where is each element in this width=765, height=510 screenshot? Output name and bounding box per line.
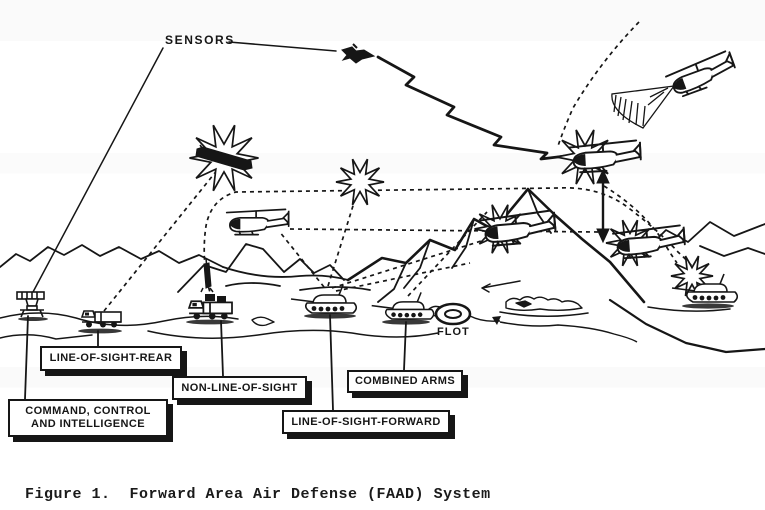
sensors-label: SENSORS bbox=[165, 33, 235, 47]
callout-line-of-sight-rear: LINE-OF-SIGHT-REAR bbox=[40, 346, 182, 371]
callout-leader-lines bbox=[24, 314, 407, 411]
nlos-launcher-truck-icon bbox=[188, 294, 233, 321]
callout-text-line1: COMMAND, CONTROL bbox=[25, 405, 151, 417]
jet-aircraft-icon bbox=[341, 43, 376, 64]
engaged-enemy-tank-icon bbox=[670, 255, 739, 303]
cruise-missile-intercept-icon bbox=[188, 124, 260, 192]
callout-combined-arms: COMBINED ARMS bbox=[347, 370, 463, 393]
vehicle-ground-shadows bbox=[18, 303, 734, 334]
dashed-engagement-links bbox=[103, 21, 696, 312]
terrain-mountains bbox=[0, 187, 765, 354]
flot-label: FLOT bbox=[437, 326, 470, 338]
los-rear-truck-icon bbox=[81, 310, 122, 329]
combined-arms-tank-icon bbox=[370, 291, 435, 320]
callout-text: LINE-OF-SIGHT-FORWARD bbox=[291, 415, 441, 428]
callout-text: LINE-OF-SIGHT-REAR bbox=[49, 352, 173, 364]
figure-caption: Figure 1. Forward Area Air Defense (FAAD… bbox=[25, 486, 491, 503]
terrain-ground-lines bbox=[0, 280, 731, 340]
altitude-double-arrow-icon bbox=[596, 168, 610, 244]
callout-text: NON-LINE-OF-SIGHT bbox=[181, 381, 298, 394]
callout-text: COMBINED ARMS bbox=[354, 375, 456, 387]
surveillance-helicopter-icon bbox=[663, 49, 739, 101]
lightning-bolt-link bbox=[376, 55, 576, 161]
engaged-helicopter-high-icon bbox=[555, 129, 643, 185]
sensor-cone-icon bbox=[611, 85, 676, 129]
scout-helicopter-icon bbox=[225, 208, 290, 236]
airburst-explosion-icon bbox=[335, 158, 385, 206]
flot-boundary-line bbox=[469, 315, 638, 343]
callout-text-line2: AND INTELLIGENCE bbox=[31, 418, 145, 430]
callout-line-of-sight-forward: LINE-OF-SIGHT-FORWARD bbox=[282, 410, 450, 434]
flot-symbol bbox=[434, 302, 472, 326]
callout-command-control-intelligence: COMMAND, CONTROL AND INTELLIGENCE bbox=[8, 399, 168, 437]
nlos-missile-icon bbox=[200, 257, 214, 293]
engaged-helicopter-right-icon bbox=[605, 219, 687, 267]
c2i-radar-sensor-icon bbox=[16, 291, 45, 318]
callout-non-line-of-sight: NON-LINE-OF-SIGHT bbox=[172, 376, 307, 400]
sensors-pointer-lines bbox=[32, 41, 337, 293]
